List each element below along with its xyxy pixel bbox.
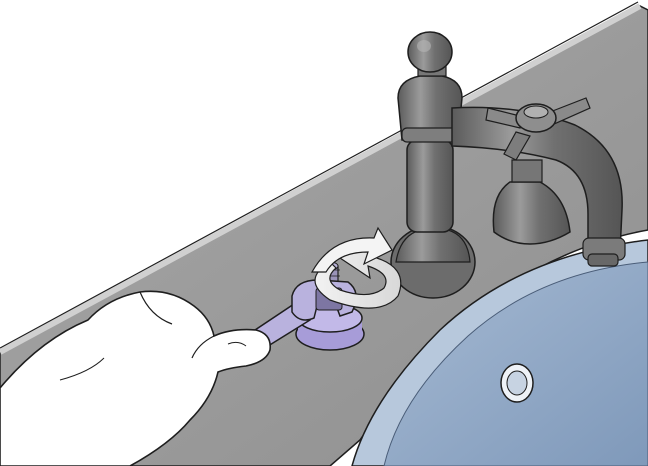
hand <box>0 290 272 466</box>
overflow-drain <box>500 363 534 403</box>
cross-handle <box>485 97 591 245</box>
faucet-handle-body <box>390 31 476 299</box>
sink-basin <box>351 239 648 466</box>
rotation-arrow <box>310 226 402 309</box>
